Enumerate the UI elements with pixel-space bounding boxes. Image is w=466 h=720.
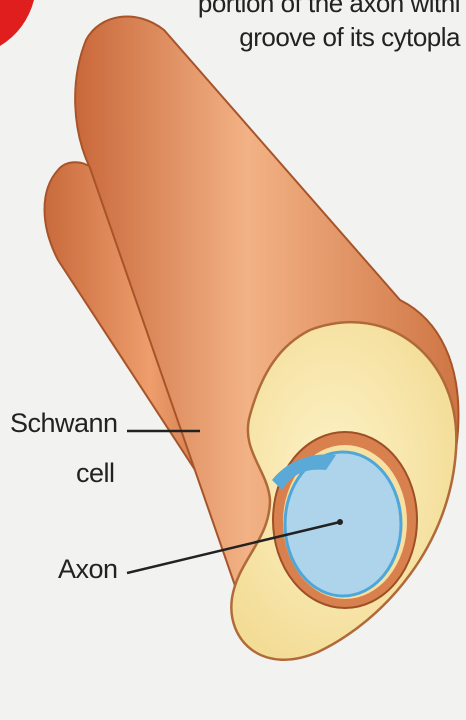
schwann-cell-label: Schwann xyxy=(10,408,118,439)
axon-pointer-dot xyxy=(337,519,343,525)
axon-label: Axon xyxy=(58,554,118,585)
badge-corner xyxy=(0,0,34,46)
caption-line-1: portion of the axon withi xyxy=(198,0,460,19)
axon-cross-section xyxy=(285,452,401,596)
caption-line-2: groove of its cytopla xyxy=(239,22,460,53)
schwann-cell-label-line-2: cell xyxy=(76,458,115,489)
